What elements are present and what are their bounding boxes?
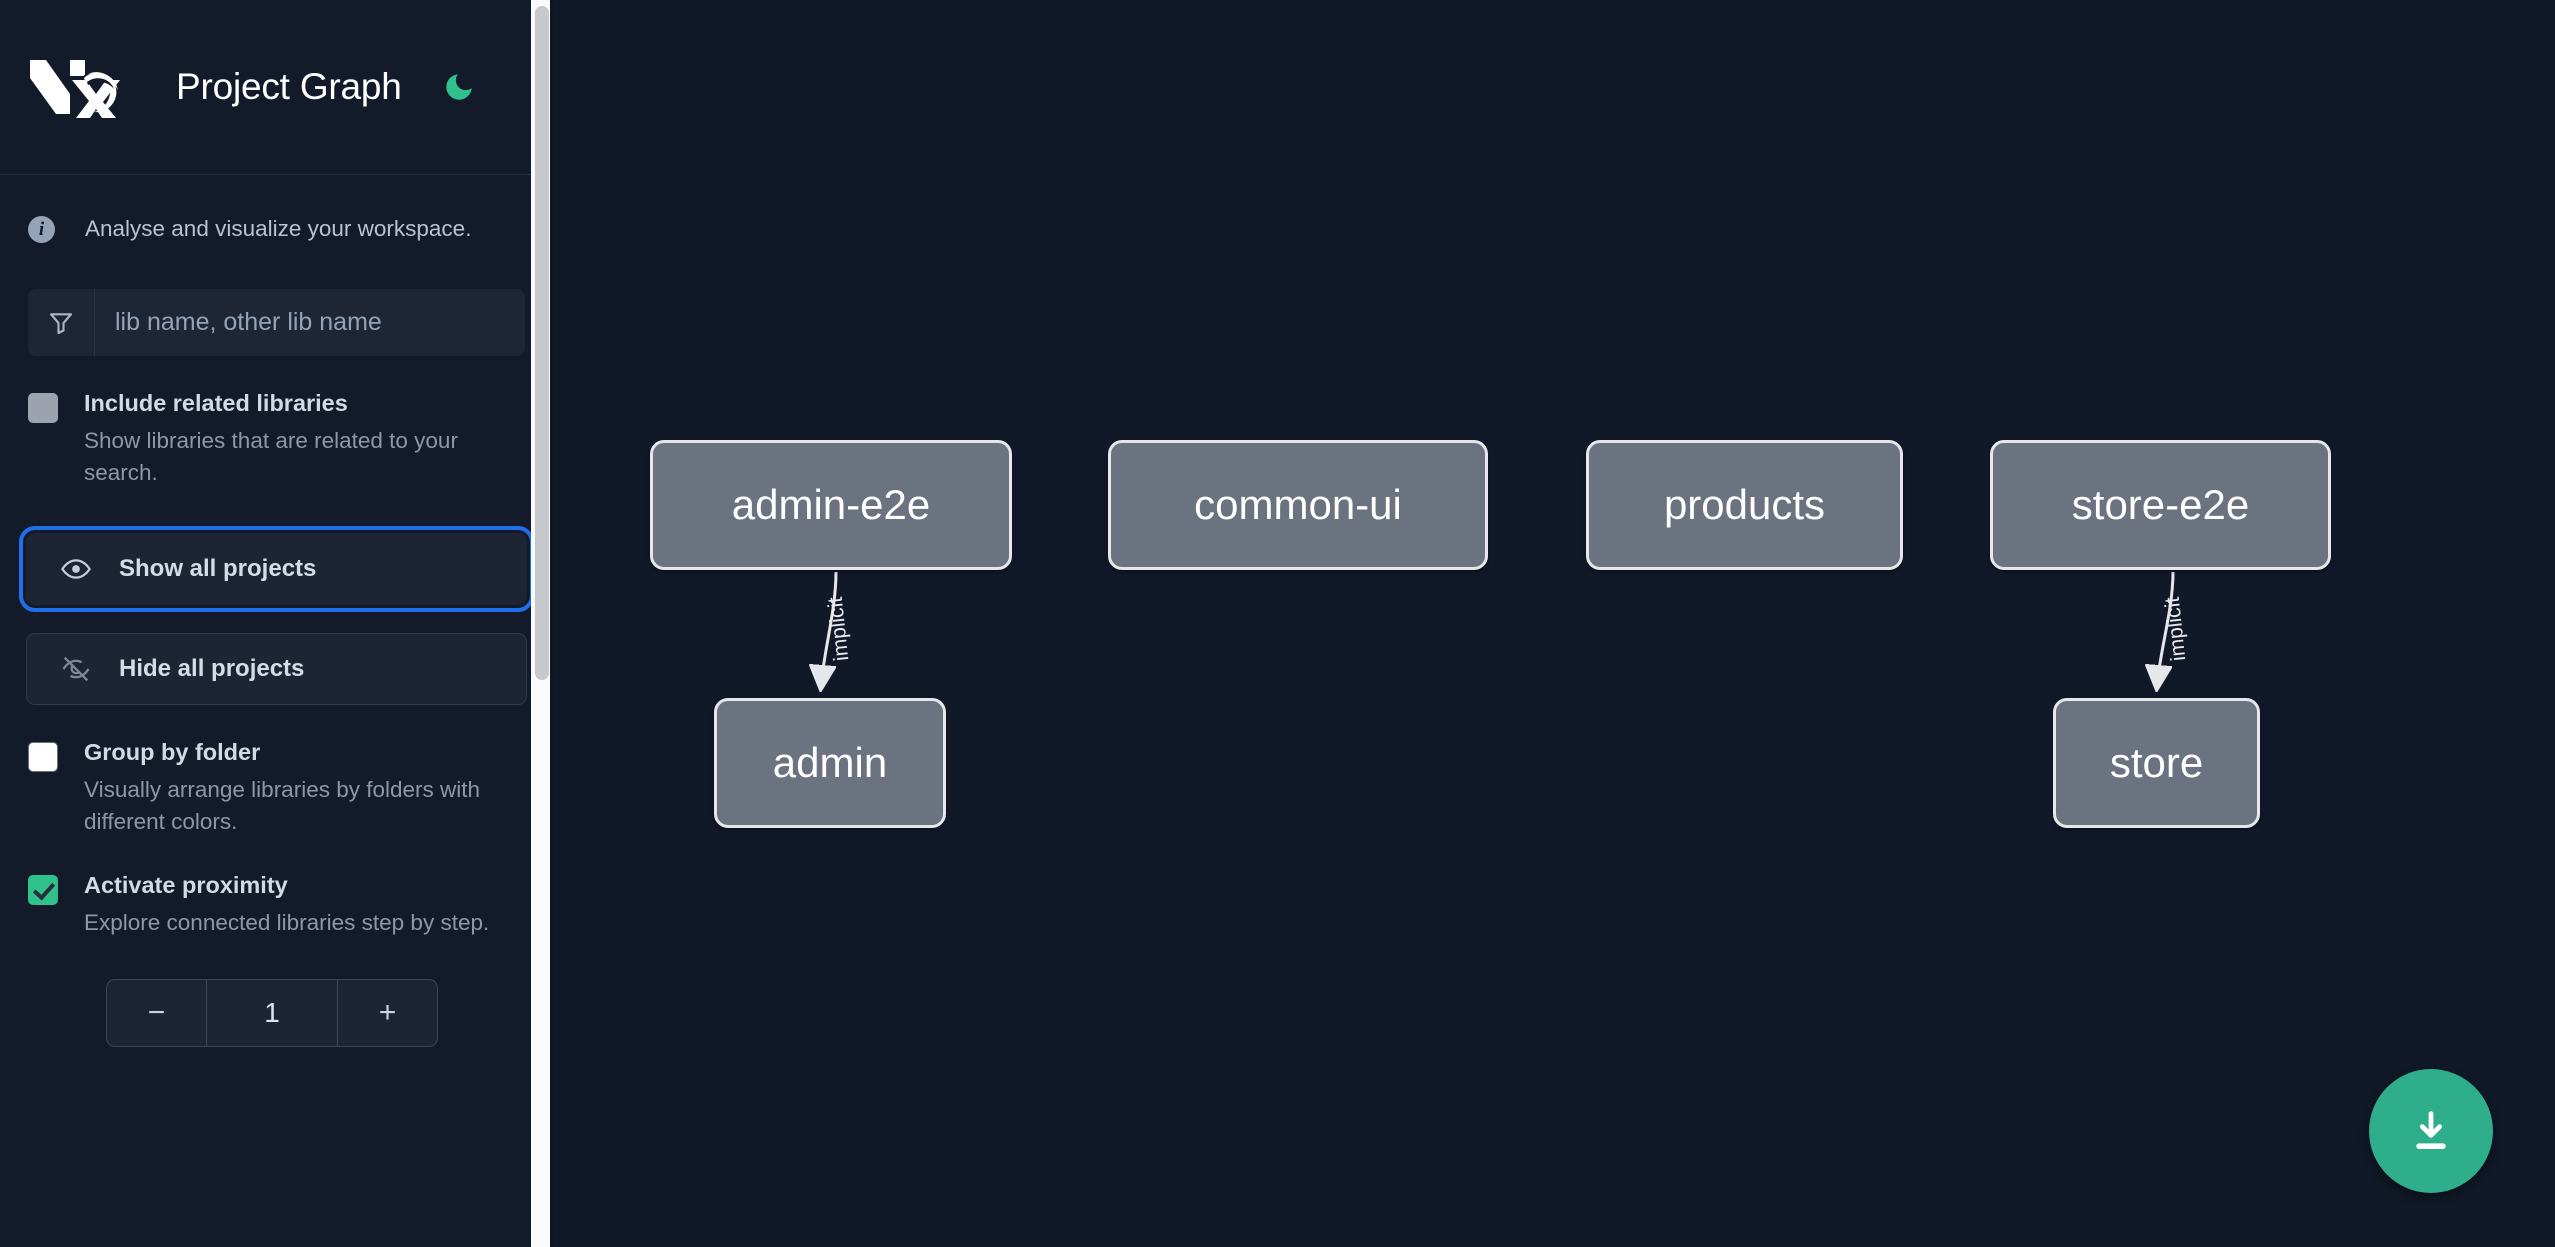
option-label: Include related libraries: [84, 390, 348, 416]
workspace-info-text: Analyse and visualize your workspace.: [85, 216, 472, 241]
hide-all-projects-label: Hide all projects: [119, 654, 305, 682]
project-graph-canvas[interactable]: implicit implicit admin-e2e admin common…: [553, 0, 2555, 1247]
proximity-stepper-section: − 1 +: [0, 978, 553, 1047]
sidebar-scrollbar-thumb[interactable]: [535, 6, 549, 680]
eye-glyph: [61, 559, 91, 579]
graph-node-admin[interactable]: admin: [714, 698, 946, 828]
search-input[interactable]: [95, 289, 525, 356]
filter-section: [0, 289, 553, 356]
page-title: Project Graph: [176, 66, 402, 107]
moon-icon[interactable]: [440, 68, 478, 106]
filter-funnel-icon: [28, 289, 95, 356]
option-include-related-libraries: Include related libraries Show libraries…: [0, 390, 553, 489]
sidebar: Project Graph i Analyse and visualize yo…: [0, 0, 553, 1247]
show-all-projects-button[interactable]: Show all projects: [19, 525, 534, 612]
hide-all-projects-button[interactable]: Hide all projects: [26, 632, 527, 705]
eye-icon: [57, 550, 95, 588]
edge-label-implicit-admin: implicit: [823, 595, 854, 663]
option-label: Group by folder: [84, 738, 261, 765]
sidebar-scrollbar[interactable]: [531, 0, 553, 1247]
visibility-buttons: Show all projects Hide all projects: [0, 525, 553, 705]
checkbox-include-related-libraries[interactable]: [28, 393, 58, 423]
graph-node-store-e2e[interactable]: store-e2e: [1990, 440, 2331, 570]
show-all-projects-label: Show all projects: [119, 554, 317, 582]
proximity-value[interactable]: 1: [264, 996, 280, 1028]
edge-label-implicit-store: implicit: [2160, 595, 2191, 663]
moon-glyph: [445, 74, 472, 100]
download-icon: [2416, 1111, 2446, 1149]
workspace-info: i Analyse and visualize your workspace.: [0, 175, 553, 283]
eye-off-glyph: [62, 656, 90, 682]
download-image-button[interactable]: [2369, 1069, 2493, 1193]
checkbox-activate-proximity[interactable]: [28, 874, 58, 905]
graph-node-products[interactable]: products: [1586, 440, 1903, 570]
increment-button[interactable]: +: [337, 979, 437, 1046]
checkbox-group-by-folder[interactable]: [28, 741, 58, 772]
eye-off-icon: [57, 650, 95, 688]
option-label: Activate proximity: [84, 871, 288, 898]
option-activate-proximity: Activate proximity Explore connected lib…: [0, 872, 553, 939]
graph-node-store[interactable]: store: [2053, 698, 2260, 828]
option-description: Visually arrange libraries by folders wi…: [84, 776, 481, 834]
sidebar-edge: [550, 0, 553, 1247]
option-description: Show libraries that are related to your …: [84, 428, 458, 485]
nx-logo: [30, 60, 120, 118]
graph-node-common-ui[interactable]: common-ui: [1108, 440, 1488, 570]
decrement-button[interactable]: −: [107, 979, 207, 1046]
funnel-glyph: [49, 312, 73, 334]
info-icon: i: [28, 215, 55, 243]
option-description: Explore connected libraries step by step…: [84, 909, 490, 935]
graph-node-admin-e2e[interactable]: admin-e2e: [650, 440, 1012, 570]
graph-edges: [553, 571, 2175, 1247]
option-group-by-folder: Group by folder Visually arrange librari…: [0, 739, 553, 838]
proximity-stepper: − 1 +: [106, 978, 438, 1047]
filter-box[interactable]: [28, 289, 525, 356]
sidebar-header: Project Graph: [0, 0, 553, 175]
